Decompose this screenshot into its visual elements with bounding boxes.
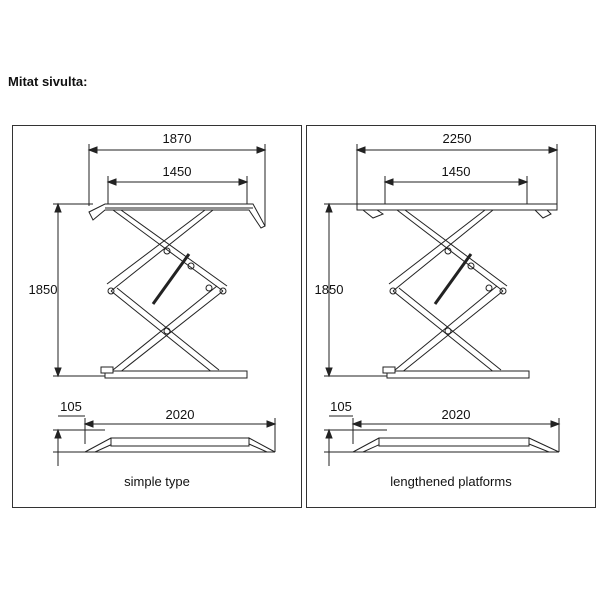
platform-extension — [533, 209, 552, 219]
arrowhead — [518, 178, 529, 186]
arrowhead — [87, 146, 98, 154]
dim-label-height: 1850 — [29, 282, 58, 297]
arrowhead — [383, 178, 394, 186]
scissor-arm — [388, 209, 486, 285]
scissor-arm — [396, 209, 504, 292]
dim-label-height: 1850 — [315, 282, 344, 297]
dim-label-low-height: 105 — [330, 399, 352, 414]
scissor-arm — [394, 285, 498, 371]
dim-label-overall-width: 1870 — [163, 131, 192, 146]
scissor-arm — [392, 290, 496, 374]
dim-label-low-height: 105 — [60, 399, 82, 414]
platform-extension — [361, 209, 385, 219]
scissor-arm — [110, 290, 214, 374]
arrowhead — [238, 178, 249, 186]
platform-top — [356, 203, 558, 211]
lift-diagram-simple: 1870 1450 1850 105 2020 — [29, 131, 277, 466]
base-foot — [100, 366, 114, 374]
base-foot — [382, 366, 396, 374]
dim-label-inner-width: 1450 — [442, 164, 471, 179]
arrowhead — [548, 146, 559, 154]
pivot-joint — [219, 287, 227, 295]
arrowhead — [54, 202, 62, 213]
lift-diagram-lengthened: 2250 1450 1850 105 2020 — [315, 131, 561, 466]
arrowhead — [54, 428, 62, 439]
ramp — [248, 437, 276, 453]
arrowhead — [266, 420, 277, 428]
arrowhead — [106, 178, 117, 186]
lowered-platform — [110, 437, 250, 447]
arrowhead — [325, 202, 333, 213]
scissor-arm — [400, 290, 504, 374]
scissor-arm — [110, 209, 214, 292]
dim-label-overall-width: 2250 — [443, 131, 472, 146]
dim-label-inner-width: 1450 — [163, 164, 192, 179]
pivot-joint — [485, 284, 493, 292]
scissor-arm — [392, 209, 494, 292]
base-plate — [104, 370, 248, 379]
scissor-arm — [112, 209, 224, 292]
scissor-arm — [120, 209, 228, 287]
pivot-joint — [467, 262, 475, 270]
hydraulic-cylinder — [433, 253, 473, 305]
arrowhead — [351, 420, 362, 428]
panel-lengthened-platforms: 2250 1450 1850 105 2020 lengthened platf… — [306, 125, 596, 508]
lowered-platform — [378, 437, 530, 447]
panel-caption: lengthened platforms — [390, 474, 512, 489]
arrowhead — [325, 428, 333, 439]
arrowhead — [550, 420, 561, 428]
pivot-joint — [389, 287, 397, 295]
scissor-arm — [112, 285, 218, 371]
scissor-arm — [116, 287, 220, 371]
scissor-arm — [118, 290, 224, 374]
arrowhead — [54, 367, 62, 378]
platform-top — [88, 203, 266, 229]
base-plate — [386, 370, 530, 379]
scissor-arm — [404, 209, 508, 287]
panel-simple-type: 1870 1450 1850 105 2020 simple type — [12, 125, 302, 508]
pivot-joint — [444, 247, 452, 255]
pivot-joint — [107, 287, 115, 295]
panel-caption: simple type — [124, 474, 190, 489]
arrowhead — [325, 367, 333, 378]
page-heading: Mitat sivulta: — [8, 74, 88, 89]
pivot-joint — [499, 287, 507, 295]
pivot-joint — [163, 247, 171, 255]
pivot-joint — [205, 284, 213, 292]
arrowhead — [83, 420, 94, 428]
pivot-joint — [163, 327, 171, 335]
pivot-joint — [444, 327, 452, 335]
pivot-joint — [187, 262, 195, 270]
hydraulic-cylinder — [151, 253, 191, 305]
scissor-arm — [106, 209, 206, 285]
dim-label-base-length: 2020 — [166, 407, 195, 422]
ramp — [528, 437, 560, 453]
arrowhead — [256, 146, 267, 154]
arrowhead — [355, 146, 366, 154]
dim-label-base-length: 2020 — [442, 407, 471, 422]
